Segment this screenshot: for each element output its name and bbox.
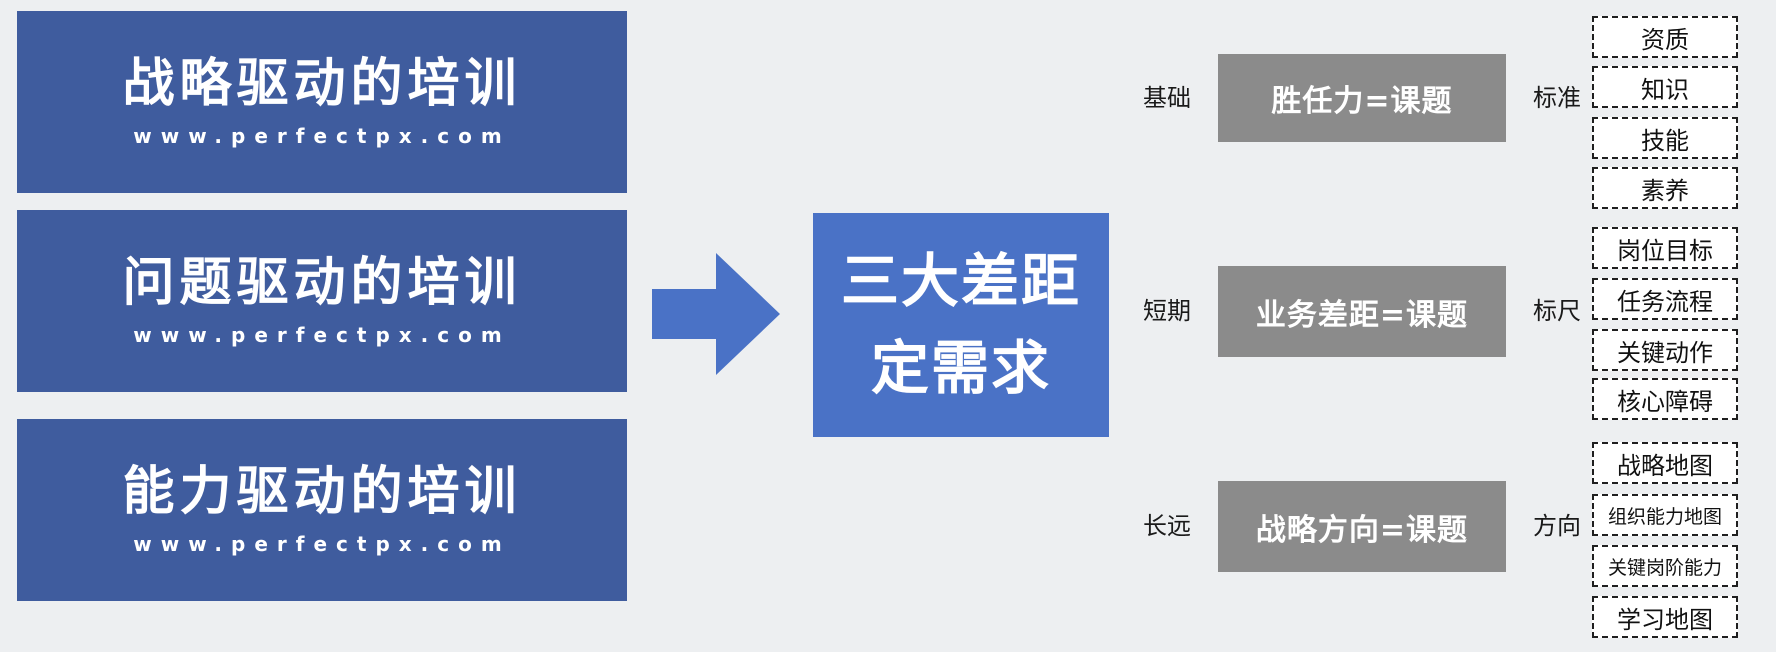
training-box-title: 战略驱动的培训 <box>122 54 522 115</box>
dashed-item-key-rank-capability: 关键岗阶能力 <box>1592 545 1738 587</box>
dashed-item-org-capability-map: 组织能力地图 <box>1592 494 1738 536</box>
row-left-label-longterm: 长远 <box>1143 512 1191 540</box>
dashed-item-task-flow: 任务流程 <box>1592 278 1738 320</box>
dashed-item-key-action: 关键动作 <box>1592 329 1738 371</box>
competency-topic-box: 胜任力=课题 <box>1218 54 1506 142</box>
training-box-title: 问题驱动的培训 <box>122 253 522 314</box>
row-right-label-direction: 方向 <box>1533 512 1581 540</box>
strategy-driven-training-box: 战略驱动的培训 www.perfectpx.com <box>17 11 627 193</box>
dashed-item-post-goal: 岗位目标 <box>1592 227 1738 269</box>
training-box-url: www.perfectpx.com <box>133 531 511 556</box>
three-gaps-line1: 三大差距 <box>840 247 1081 315</box>
dashed-item-skill: 技能 <box>1592 117 1738 159</box>
business-gap-topic-box: 业务差距=课题 <box>1218 266 1506 357</box>
three-gaps-box: 三大差距 定需求 <box>813 213 1109 437</box>
right-arrow-icon <box>652 253 780 375</box>
row-left-label-basic: 基础 <box>1143 84 1191 112</box>
dashed-item-strategy-map: 战略地图 <box>1592 442 1738 484</box>
training-box-title: 能力驱动的培训 <box>122 462 522 523</box>
row-left-label-shortterm: 短期 <box>1143 297 1191 325</box>
capability-driven-training-box: 能力驱动的培训 www.perfectpx.com <box>17 419 627 601</box>
dashed-item-knowledge: 知识 <box>1592 66 1738 108</box>
dashed-item-learning-map: 学习地图 <box>1592 596 1738 638</box>
row-right-label-ruler: 标尺 <box>1533 297 1581 325</box>
problem-driven-training-box: 问题驱动的培训 www.perfectpx.com <box>17 210 627 392</box>
row-right-label-standard: 标准 <box>1533 84 1581 112</box>
training-box-url: www.perfectpx.com <box>133 123 511 148</box>
training-box-url: www.perfectpx.com <box>133 322 511 347</box>
dashed-item-qualification: 资质 <box>1592 16 1738 58</box>
dashed-item-core-barrier: 核心障碍 <box>1592 378 1738 420</box>
three-gaps-line2: 定需求 <box>870 334 1051 402</box>
strategy-direction-topic-box: 战略方向=课题 <box>1218 481 1506 572</box>
dashed-item-literacy: 素养 <box>1592 167 1738 209</box>
